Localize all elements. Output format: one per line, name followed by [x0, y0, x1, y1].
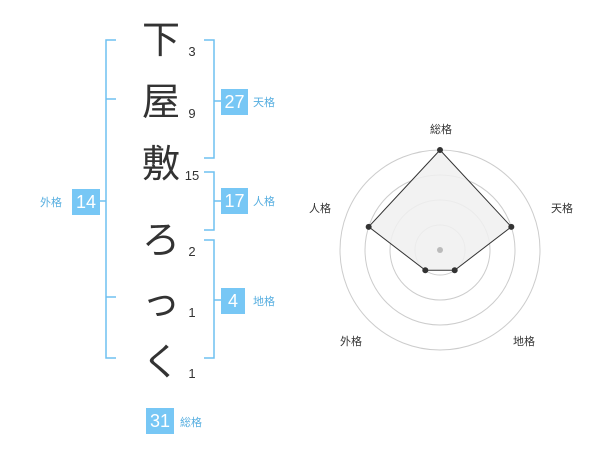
name-char-6: く: [141, 340, 180, 384]
stroke-count-4: 2: [188, 244, 196, 259]
stroke-count-1: 3: [188, 44, 196, 59]
chikaku-label: 地格: [253, 295, 275, 308]
radar-point-gaikaku: [422, 267, 429, 274]
radar-axis-label-gaikaku: 外格: [340, 335, 362, 348]
tenkaku-value: 27: [221, 89, 248, 115]
name-char-1: 下: [141, 18, 180, 62]
name-char-5: っ: [141, 280, 180, 324]
radar-axis-label-tenkaku: 天格: [551, 202, 573, 215]
soukaku-value: 31: [146, 408, 174, 434]
gaikaku-value: 14: [72, 189, 100, 215]
stroke-count-3: 15: [184, 168, 200, 183]
radar-area: [367, 149, 513, 271]
name-char-2: 屋: [141, 80, 180, 124]
stroke-count-2: 9: [188, 106, 196, 121]
radar-axis-label-chikaku: 地格: [513, 335, 535, 348]
radar-axis-label-soukaku: 総格: [430, 123, 452, 136]
gaikaku-label: 外格: [40, 196, 62, 209]
tenkaku-label: 天格: [253, 96, 275, 109]
jinkaku-label: 人格: [253, 195, 275, 208]
name-char-3: 敷: [141, 142, 180, 186]
radar-center-dot: [437, 247, 443, 253]
stroke-count-5: 1: [188, 305, 196, 320]
chikaku-value: 4: [221, 288, 245, 314]
jinkaku-value: 17: [221, 188, 248, 214]
chikaku-bracket: [204, 239, 215, 359]
radar-point-jinkaku: [365, 223, 372, 230]
gaikaku-bracket: [105, 39, 116, 359]
radar-axis-label-jinkaku: 人格: [309, 202, 331, 215]
tenkaku-bracket: [204, 39, 215, 159]
radar-point-soukaku: [437, 147, 443, 153]
soukaku-label: 総格: [180, 416, 202, 429]
radar-point-chikaku: [451, 267, 458, 274]
name-char-4: ろ: [141, 218, 180, 262]
radar-point-tenkaku: [508, 223, 515, 230]
stroke-count-6: 1: [188, 366, 196, 381]
